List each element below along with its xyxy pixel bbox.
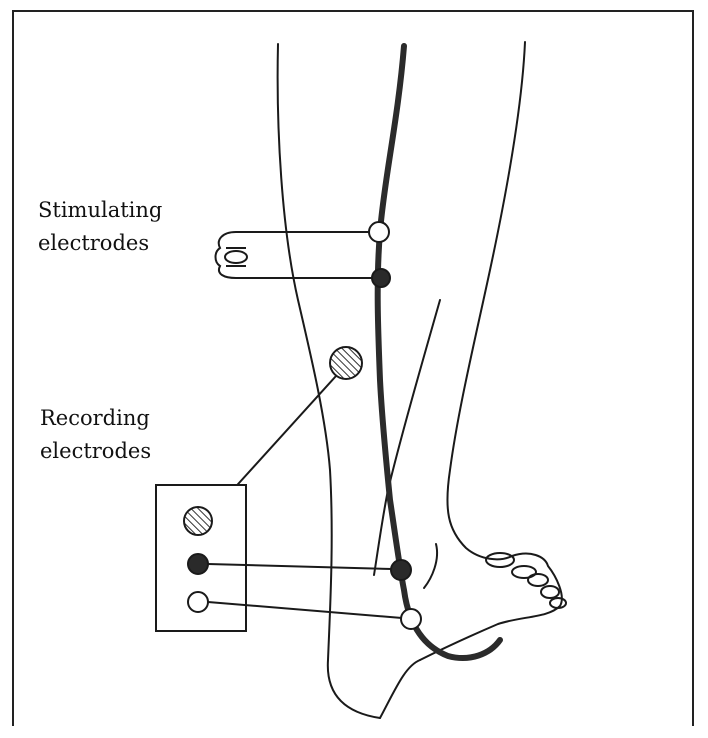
- ankle-contour: [424, 544, 437, 588]
- active-recording-electrode: [391, 560, 411, 580]
- reference-electrode-terminal: [188, 592, 208, 612]
- ground-electrode-terminal: [184, 507, 212, 535]
- recording-label-line-2: electrodes: [40, 435, 151, 468]
- active-electrode-terminal: [188, 554, 208, 574]
- foot-sole-contour: [380, 660, 420, 718]
- stimulating-electrode-group: [216, 222, 391, 287]
- stimulating-label-line-1: Stimulating: [38, 194, 162, 227]
- leg-front-contour: [447, 42, 525, 559]
- reference-recording-electrode: [401, 609, 421, 629]
- stimulating-electrodes-label: Stimulating electrodes: [38, 194, 162, 260]
- ground-electrode-on-leg: [330, 347, 362, 379]
- recording-label-line-1: Recording: [40, 402, 151, 435]
- stimulating-anode-electrode: [369, 222, 389, 242]
- stimulating-cathode-electrode: [372, 269, 390, 287]
- recording-electrodes-label: Recording electrodes: [40, 402, 151, 468]
- stimulating-label-line-2: electrodes: [38, 227, 162, 260]
- leg-back-contour: [278, 44, 380, 718]
- stimulating-leads: [236, 232, 380, 278]
- toes: [486, 553, 566, 608]
- foot-top-contour: [420, 554, 562, 660]
